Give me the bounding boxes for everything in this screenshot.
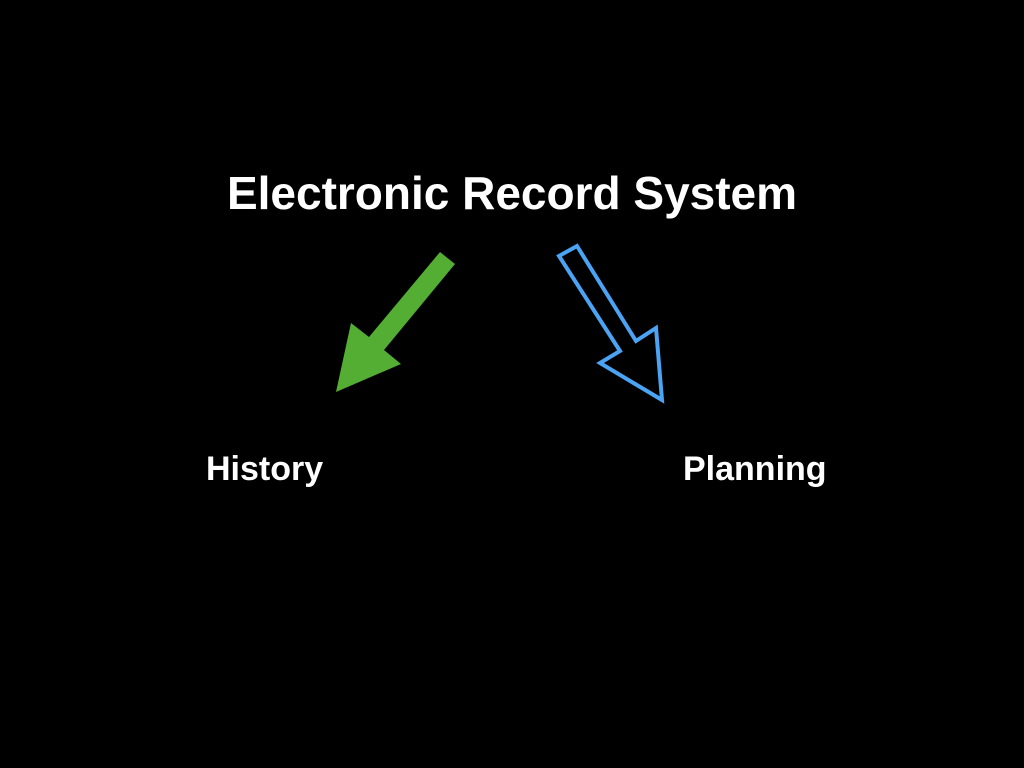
history-label: History	[206, 450, 324, 488]
slide-title: Electronic Record System	[226, 167, 798, 219]
blue-outline-arrow-icon	[556, 243, 665, 404]
green-arrow-icon	[336, 252, 455, 392]
planning-label: Planning	[683, 450, 827, 488]
